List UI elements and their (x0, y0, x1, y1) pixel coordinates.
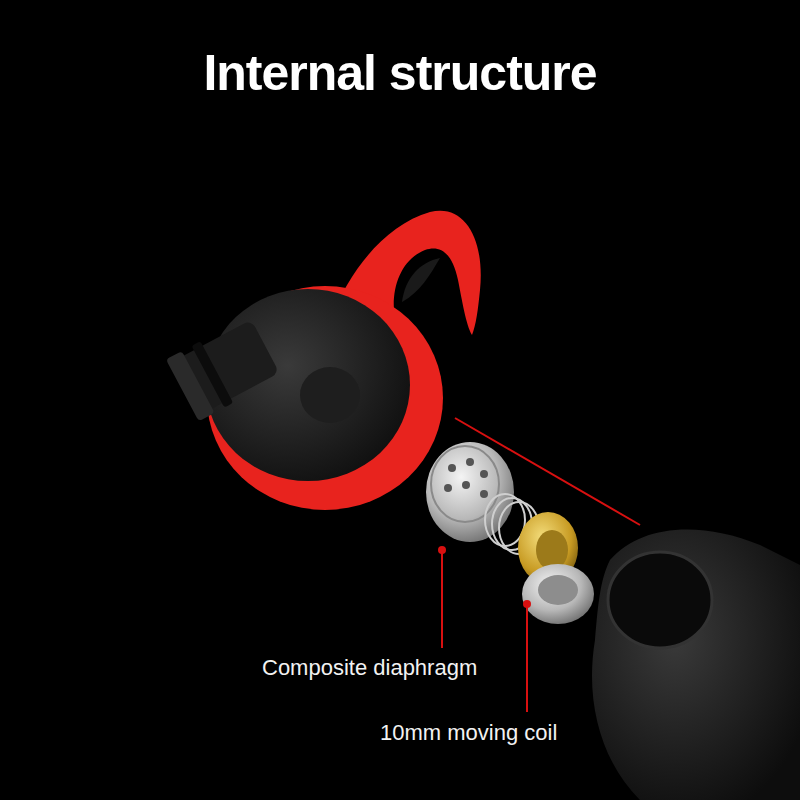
leader-dot (438, 546, 446, 554)
body-rim (207, 286, 443, 510)
part-label: 10mm moving coil (380, 720, 557, 746)
nozzle-ring (191, 341, 233, 408)
back-housing (592, 529, 800, 800)
diaphragm-disk (426, 442, 514, 542)
leader-line (526, 604, 528, 712)
title: Internal structure (0, 44, 800, 102)
hole (466, 458, 474, 466)
hole (462, 481, 470, 489)
hole (444, 484, 452, 492)
coil-center (538, 575, 578, 605)
nozzle (166, 315, 282, 421)
part-label: Composite diaphragm (262, 655, 477, 681)
hole (480, 470, 488, 478)
body-center (300, 367, 360, 423)
magnet-core (536, 530, 568, 570)
housing-opening (608, 552, 712, 648)
fin-hole (402, 258, 440, 302)
disk-holes (444, 458, 488, 498)
moving-coil (522, 564, 594, 624)
hole (448, 464, 456, 472)
hole (480, 490, 488, 498)
leader-dot (523, 600, 531, 608)
disk-ring (431, 446, 499, 522)
leader-line (441, 550, 443, 648)
